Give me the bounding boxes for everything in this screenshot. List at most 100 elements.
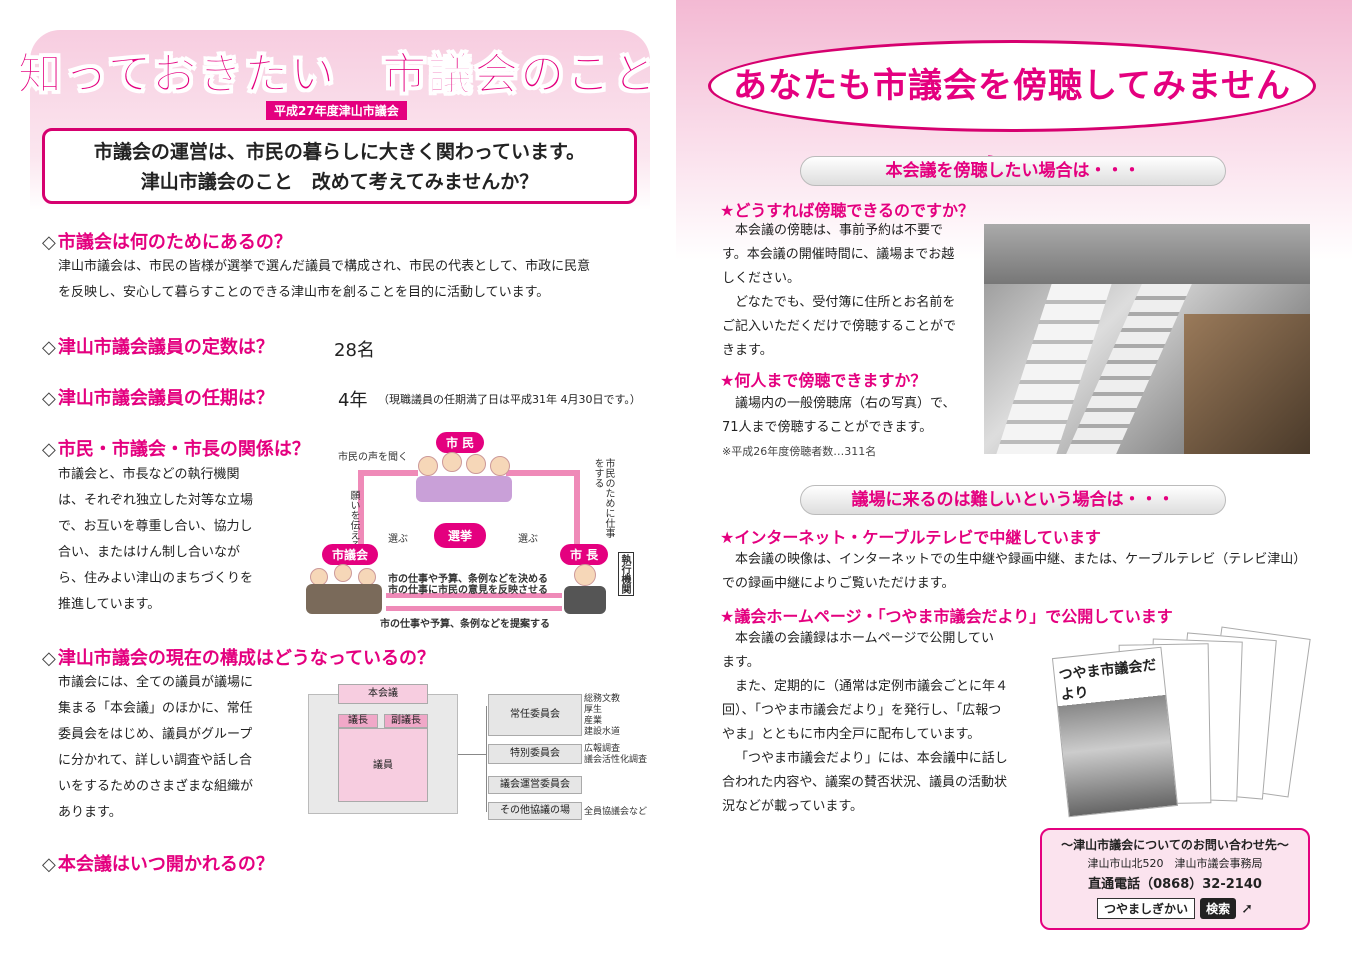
vice-chair-box: 副議長 bbox=[384, 714, 428, 728]
cursor-icon: ➚ bbox=[1241, 901, 1253, 917]
reflect-label: 市の仕事に市民の意見を反映させる bbox=[388, 585, 548, 596]
q6-heading: ◇本会議はいつ開かれるの？ bbox=[42, 850, 274, 876]
person-icon bbox=[418, 456, 438, 476]
intro-box: 市議会の運営は、市民の暮らしに大きく関わっています。 津山市議会のこと 改めて考… bbox=[42, 128, 637, 204]
special-item: 議会活性化調査 bbox=[584, 755, 648, 765]
s1-line: す。本会議の開催時間に、議場までお越 bbox=[722, 247, 955, 262]
q3-note: （現職議員の任期満了日は平成31年 4月30日です。） bbox=[378, 393, 641, 406]
page-title: 知っておきたい 市議会のこと bbox=[17, 49, 659, 101]
q5-line: 市議会には、全ての議員が議場に bbox=[58, 675, 254, 690]
standing-committee-box: 常任委員会 bbox=[488, 694, 582, 736]
chair-box: 議長 bbox=[338, 714, 378, 728]
diamond-icon: ◇ bbox=[42, 337, 56, 358]
q5-heading-text: 津山市議会の現在の構成はどうなっているの？ bbox=[57, 648, 435, 669]
standing-item: 総務文教 bbox=[584, 694, 621, 704]
citizen-group-illustration bbox=[414, 452, 514, 502]
person-icon bbox=[442, 452, 462, 472]
standing-list: 総務文教 厚生 産業 建設水道 bbox=[584, 694, 620, 738]
s4-line: ます。 bbox=[722, 655, 760, 670]
search-button[interactable]: 検索 bbox=[1200, 898, 1237, 919]
newsletter-cover: つやま市議会だより bbox=[1051, 646, 1179, 818]
q4-line: 市議会と、市長などの執行機関 bbox=[58, 467, 240, 482]
q4-heading: ◇市民・市議会・市長の関係は？ bbox=[42, 435, 310, 461]
s2-note: ※平成26年度傍聴者数…311名 bbox=[722, 445, 877, 458]
petition-label: 願いを伝える bbox=[348, 490, 359, 550]
right-title: あなたも市議会を傍聴してみませんか？ bbox=[708, 40, 1316, 192]
s4-line: 況などが載っています。 bbox=[722, 799, 864, 814]
section-bar-2: 議場に来るのは難しいという場合は・・・ bbox=[800, 485, 1226, 515]
s1-line: しください。 bbox=[722, 271, 801, 286]
contact-title: 〜津山市議会についてのお問い合わせ先〜 bbox=[1061, 838, 1289, 852]
person-icon bbox=[490, 456, 510, 476]
q1-line: を反映し、安心して暮らすことのできる津山市を創ることを目的に活動しています。 bbox=[58, 285, 550, 300]
mayor-illustration bbox=[560, 562, 610, 614]
s3-line: 本会議の映像は、インターネットでの生中継や録画中継、または、ケーブルテレビ（テレ… bbox=[735, 552, 1307, 567]
q5-line: 委員会をはじめ、議員がグループ bbox=[58, 727, 253, 742]
relationship-diagram: 市 民 市民の声を聞く 願いを伝える 市民のために仕事をする 選挙 選ぶ 選ぶ … bbox=[296, 430, 641, 630]
mayor-label: 市 長 bbox=[560, 544, 609, 565]
contact-address: 津山市山北520 津山市議会事務局 bbox=[1087, 857, 1263, 870]
q3-answer: 4年 bbox=[338, 390, 368, 411]
diamond-icon: ◇ bbox=[42, 439, 56, 460]
s4-line: 「つやま市議会だより」には、本会議中に話し bbox=[735, 751, 1008, 766]
s4-heading: ★議会ホームページ・「つやま市議会だより」で公開しています bbox=[720, 607, 1173, 626]
s2-line: 議場内の一般傍聴席（右の写真）で、 bbox=[735, 396, 956, 411]
other-forum-box: その他協議の場 bbox=[488, 802, 582, 820]
hear-voice-label: 市民の声を聞く bbox=[338, 452, 408, 463]
search-row: つやましぎかい 検索 ➚ bbox=[1042, 898, 1308, 919]
special-list: 広報調査 議会活性化調査 bbox=[584, 744, 647, 766]
vote-left-label: 選ぶ bbox=[388, 534, 408, 545]
q5-line: に分かれて、詳しい調査や話し合 bbox=[58, 753, 252, 768]
intro-line-2: 津山市議会のこと 改めて考えてみませんか？ bbox=[140, 171, 539, 193]
arrow-left bbox=[358, 470, 364, 550]
s1-line: きます。 bbox=[722, 343, 773, 358]
s3-line: での録画中継によりご覧いただけます。 bbox=[722, 576, 955, 591]
s3-body: 本会議の映像は、インターネットでの生中継や録画中継、または、ケーブルテレビ（テレ… bbox=[722, 548, 1306, 596]
person-icon bbox=[334, 564, 352, 582]
s1-line: 本会議の傍聴は、事前予約は不要で bbox=[735, 223, 944, 238]
newsletter-illustration: つやま市議会だより bbox=[1051, 626, 1311, 822]
photo-wall bbox=[984, 224, 1310, 284]
q4-line: は、それぞれ独立した対等な立場 bbox=[58, 493, 254, 508]
search-input[interactable]: つやましぎかい bbox=[1097, 898, 1196, 919]
s4-line: 本会議の会議録はホームページで公開してい bbox=[735, 631, 994, 646]
person-icon bbox=[574, 564, 596, 586]
q4-line: 推進しています。 bbox=[58, 597, 161, 612]
newsletter-title: つやま市議会だより bbox=[1057, 657, 1158, 704]
s1-body: 本会議の傍聴は、事前予約は不要で す。本会議の開催時間に、議場までお越 しくださ… bbox=[722, 219, 956, 363]
q3-heading-text: 津山市議会議員の任期は？ bbox=[57, 388, 274, 409]
propose-label: 市の仕事や予算、条例などを提案する bbox=[380, 619, 550, 630]
vote-right-label: 選ぶ bbox=[518, 534, 538, 545]
s2-heading: ★何人まで傍聴できますか？ bbox=[720, 371, 927, 390]
special-item: 広報調査 bbox=[584, 744, 621, 754]
contact-box: 〜津山市議会についてのお問い合わせ先〜 津山市山北520 津山市議会事務局 直通… bbox=[1040, 828, 1310, 930]
arrow-top-right bbox=[506, 470, 580, 476]
plenary-box: 本会議 bbox=[338, 684, 428, 704]
citizen-label: 市 民 bbox=[436, 432, 485, 453]
s4-body: 本会議の会議録はホームページで公開してい ます。 また、定期的に（通常は定例市議… bbox=[722, 627, 1008, 819]
q2-heading-text: 津山市議会議員の定数は？ bbox=[57, 337, 274, 358]
executive-label: 執行機関 bbox=[618, 552, 634, 596]
q6-heading-text: 本会議はいつ開かれるの？ bbox=[57, 854, 274, 875]
diamond-icon: ◇ bbox=[42, 854, 56, 875]
mayor-body bbox=[564, 586, 606, 614]
arrow-bottom-1 bbox=[386, 593, 562, 598]
q5-body: 市議会には、全ての議員が議場に 集まる「本会議」のほかに、常任 委員会をはじめ、… bbox=[58, 670, 253, 826]
s1-line: どなたでも、受付簿に住所とお名前を bbox=[735, 295, 956, 310]
s1-line: ご記入いただくだけで傍聴することがで bbox=[722, 319, 957, 334]
s4-line: やま」とともに市内全戸に配布しています。 bbox=[722, 727, 981, 742]
q4-heading-text: 市民・市議会・市長の関係は？ bbox=[57, 439, 310, 460]
diamond-icon: ◇ bbox=[42, 648, 56, 669]
contact-phone: 直通電話（0868）32-2140 bbox=[1088, 877, 1262, 892]
q5-line: 集まる「本会議」のほかに、常任 bbox=[58, 701, 253, 716]
q1-heading-text: 市議会は何のためにあるの？ bbox=[57, 232, 292, 253]
q5-heading: ◇津山市議会の現在の構成はどうなっているの？ bbox=[42, 644, 435, 670]
q4-line: で、お互いを尊重し合い、協力し bbox=[58, 519, 253, 534]
s4-line: 合われた内容や、議案の賛否状況、議員の活動状 bbox=[722, 775, 1007, 790]
s4-line: 回）、「つやま市議会だより」を発行し、「広報つ bbox=[722, 703, 1002, 718]
s2-body: 議場内の一般傍聴席（右の写真）で、 71人まで傍聴することができます。 bbox=[722, 392, 955, 440]
person-icon bbox=[466, 454, 486, 474]
q5-line: いをするためのさまざまな組織が bbox=[58, 779, 254, 794]
section-bar-1: 本会議を傍聴したい場合は・・・ bbox=[800, 156, 1226, 186]
q4-body: 市議会と、市長などの執行機関 は、それぞれ独立した対等な立場 で、お互いを尊重し… bbox=[58, 462, 253, 618]
